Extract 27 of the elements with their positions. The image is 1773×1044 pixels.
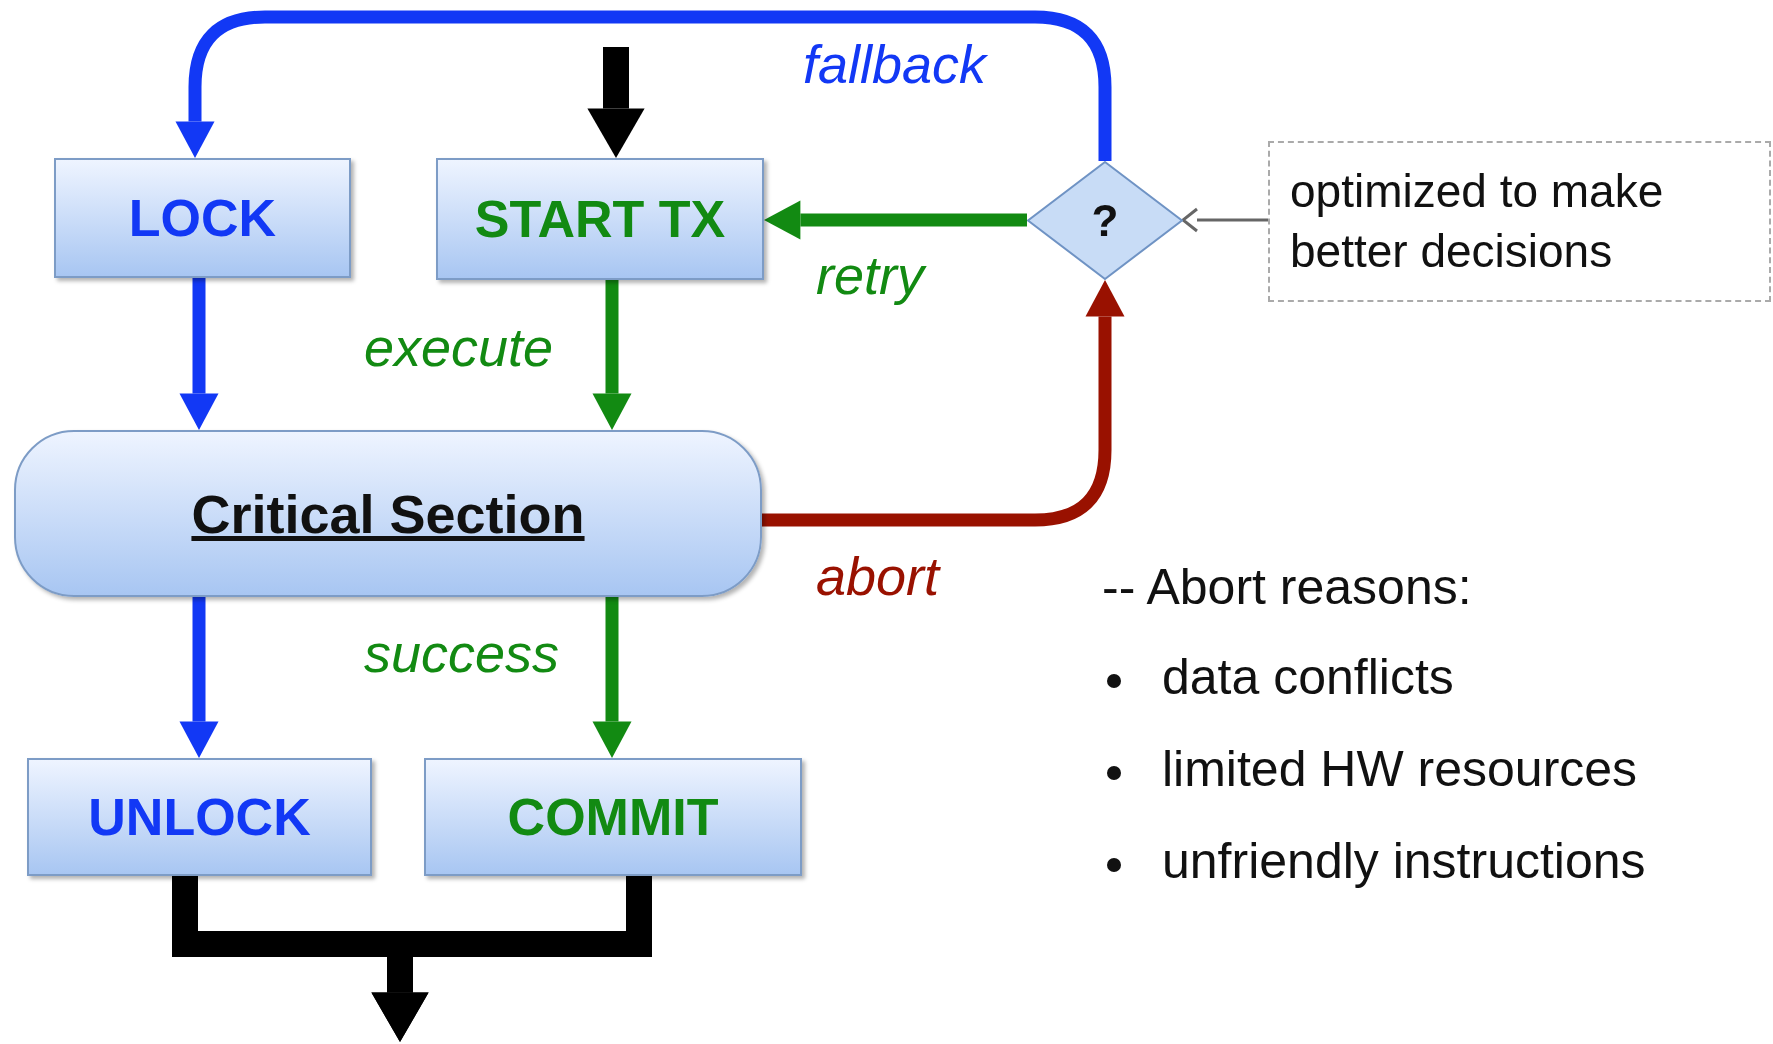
process-box: [424, 758, 802, 876]
list-item: unfriendly instructions: [1162, 834, 1646, 889]
process-box: [436, 158, 764, 280]
arrow: [592, 597, 632, 758]
node-label: LOCK: [128, 188, 277, 248]
arrow: [175, 10, 1112, 161]
node-label: Critical Section: [191, 482, 585, 545]
list-item: limited HW resources: [1162, 742, 1638, 797]
node-label: ?: [1091, 195, 1119, 246]
arrow: [179, 278, 219, 430]
note-text: optimized to make better decisions: [1290, 163, 1665, 279]
arrow: [587, 47, 645, 158]
process-box: [27, 758, 372, 876]
rounded-process-box: [14, 430, 762, 597]
node-label: COMMIT: [507, 787, 719, 847]
note-box: [1268, 141, 1771, 302]
process-box: [54, 158, 351, 278]
arrow: [592, 280, 632, 430]
arrow: [179, 597, 219, 758]
list-item: data conflicts: [1162, 650, 1454, 705]
arrow: [371, 876, 652, 1042]
node-label: UNLOCK: [88, 787, 311, 847]
arrow: [762, 280, 1125, 527]
arrow: [764, 200, 1027, 240]
node-label: START TX: [474, 189, 726, 249]
list-heading: -- Abort reasons:: [1102, 560, 1472, 615]
leader-arrow: [1181, 207, 1268, 233]
